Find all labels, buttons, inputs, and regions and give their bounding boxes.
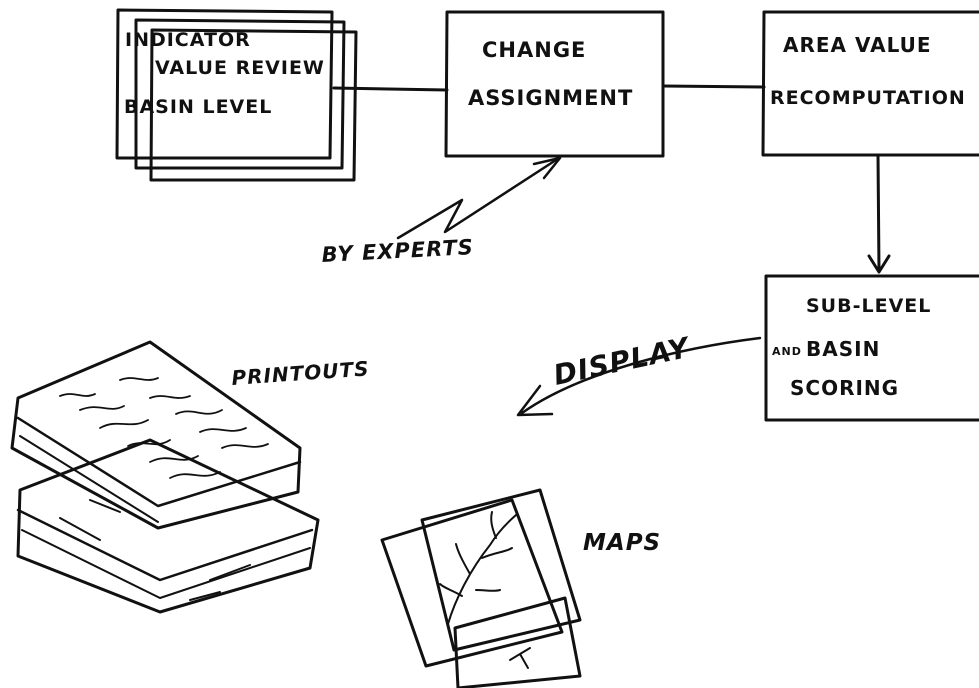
- change-label-line2: ASSIGNMENT: [468, 86, 633, 110]
- scoring-label-line2: AND: [772, 345, 802, 358]
- indicator-label-line1: INDICATOR: [125, 29, 251, 51]
- printouts-illustration: [10, 340, 320, 614]
- display-label: DISPLAY: [551, 331, 694, 392]
- maps-illustration: [380, 488, 582, 688]
- by-experts-label: BY EXPERTS: [321, 235, 474, 267]
- change-assignment-node: CHANGE ASSIGNMENT: [444, 10, 665, 158]
- display-arrow: [516, 336, 762, 417]
- scoring-label-line4: SCORING: [790, 376, 899, 400]
- scoring-label-line1: SUB-LEVEL: [806, 295, 931, 317]
- scoring-node: SUB-LEVEL AND BASIN SCORING: [764, 274, 979, 422]
- area-label-line1: AREA VALUE: [783, 33, 932, 57]
- maps-label: MAPS: [583, 530, 661, 556]
- area-recomputation-node: AREA VALUE RECOMPUTATION: [761, 10, 979, 157]
- indicator-label-line2: VALUE REVIEW: [155, 57, 325, 79]
- change-label-line1: CHANGE: [482, 38, 586, 62]
- arrow-area-to-scoring: [867, 153, 891, 274]
- indicator-review-node: INDICATOR VALUE REVIEW BASIN LEVEL: [115, 8, 358, 182]
- by-experts-arrow: [396, 156, 562, 240]
- area-label-line2: RECOMPUTATION: [770, 87, 966, 109]
- indicator-label-line3: BASIN LEVEL: [124, 96, 272, 118]
- connector-indicator-change: [332, 86, 449, 92]
- connector-change-area: [661, 84, 766, 89]
- scoring-label-line3: BASIN: [806, 337, 880, 361]
- printouts-label: PRINTOUTS: [231, 356, 371, 390]
